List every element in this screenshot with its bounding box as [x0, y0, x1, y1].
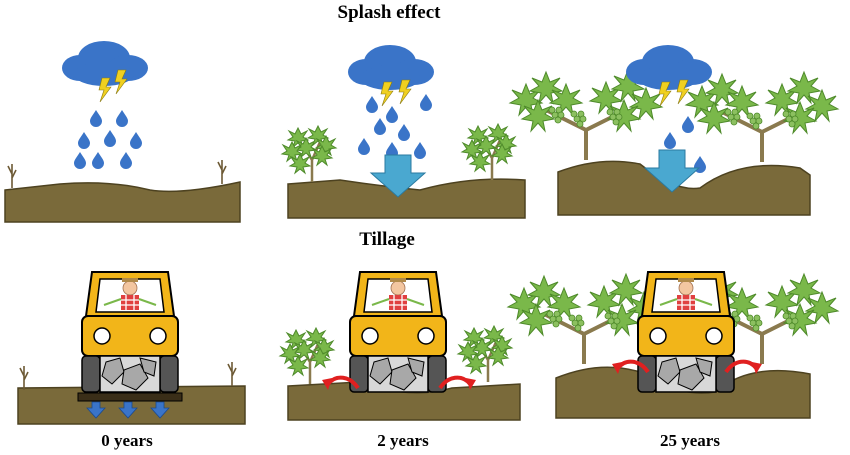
young-vine — [458, 326, 512, 382]
stage-label-0-years: 0 years — [101, 431, 153, 450]
young-vine — [280, 328, 334, 384]
rain-drops — [358, 94, 432, 159]
tillage-panel-2-years — [280, 271, 521, 421]
tillage-title: Tillage — [359, 229, 415, 250]
splash-panel-25-years — [510, 45, 838, 216]
dry-twig — [217, 159, 227, 185]
tractor-icon — [81, 271, 179, 393]
soil-block — [557, 160, 811, 216]
soil-block — [287, 178, 526, 219]
young-vine — [282, 126, 336, 182]
splash-panel-2-years — [282, 45, 526, 219]
soil-block — [4, 181, 241, 223]
dry-twig — [227, 361, 237, 387]
mature-vine — [686, 72, 838, 162]
splash-effect-title: Splash effect — [338, 2, 442, 23]
splash-panel-0-years — [4, 41, 241, 223]
tractor-icon — [637, 271, 735, 393]
tillage-panel-25-years — [508, 271, 838, 419]
rain-drops — [74, 110, 142, 169]
stage-label-2-years: 2 years — [377, 431, 429, 450]
compaction-plate — [77, 392, 183, 402]
tractor-icon — [349, 271, 447, 393]
tillage-panel-0-years — [17, 271, 246, 425]
stage-label-25-years: 25 years — [660, 431, 720, 450]
dry-twig — [19, 365, 29, 391]
dry-twig — [7, 163, 17, 189]
young-vine — [462, 124, 516, 180]
